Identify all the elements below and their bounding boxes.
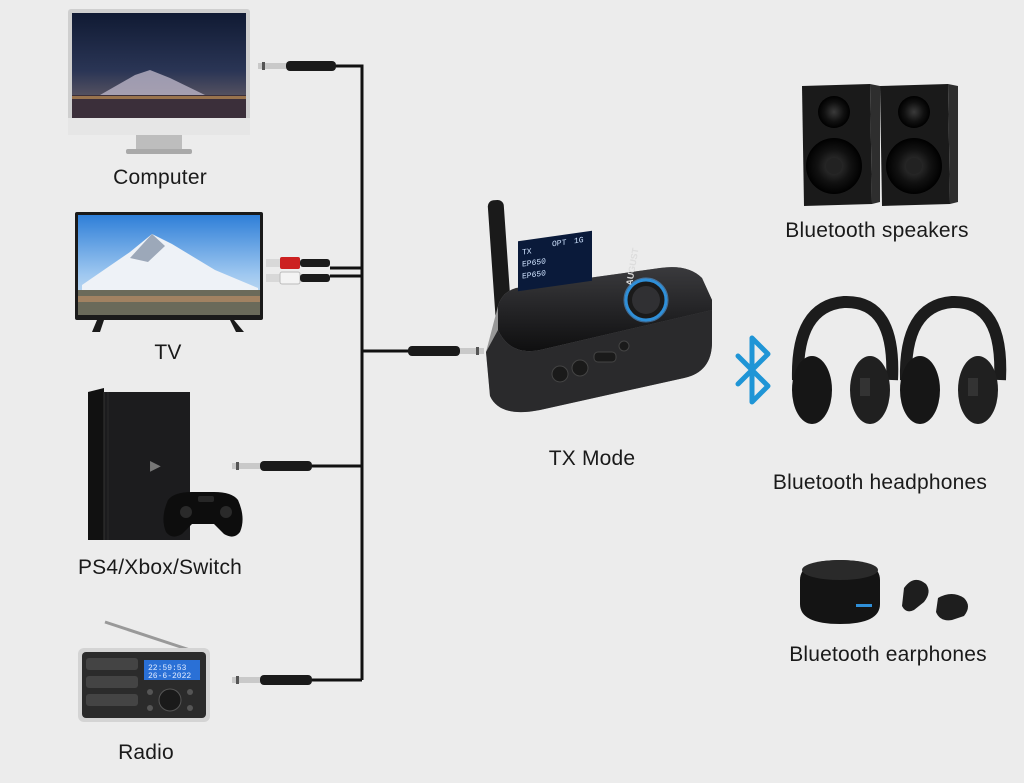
radio-icon: 22:59:53 26-6-2022	[78, 620, 210, 722]
transmitter-device: AUGUST	[486, 200, 712, 413]
earphones-icon	[800, 560, 968, 624]
jack-radio	[232, 675, 312, 685]
hub-screen-line: TX	[522, 247, 532, 257]
jack-hub	[408, 346, 484, 356]
svg-text:▶: ▶	[150, 457, 161, 473]
radio-time-text: 22:59:53	[148, 664, 187, 673]
computer-monitor-icon	[68, 9, 250, 154]
output-label-headphones: Bluetooth headphones	[772, 471, 988, 494]
source-label-computer: Computer	[113, 166, 207, 189]
source-label-tv: TV	[154, 341, 182, 364]
cable-computer	[336, 64, 364, 680]
jack-ps4	[232, 461, 312, 471]
headphones-icon	[791, 295, 1007, 424]
cable-network	[312, 64, 410, 682]
rca-connectors-tv	[266, 257, 330, 285]
bluetooth-icon	[735, 335, 771, 405]
hub-screen-line: EP650	[522, 257, 546, 269]
output-label-earphones: Bluetooth earphones	[789, 643, 987, 666]
hub-screen-line: OPT	[552, 238, 567, 249]
radio-date-text: 26-6-2022	[148, 672, 191, 681]
jack-computer	[258, 61, 336, 71]
hub-screen	[518, 230, 592, 292]
television-icon	[75, 212, 263, 332]
game-console-icon: ▶	[88, 388, 243, 540]
speakers-icon	[802, 84, 958, 206]
hub-screen-status: 1G	[574, 236, 584, 246]
source-label-console: PS4/Xbox/Switch	[77, 556, 243, 579]
source-label-radio: Radio	[118, 741, 174, 764]
hub-screen-line: EP650	[522, 269, 546, 281]
hub-label: TX Mode	[548, 447, 636, 470]
output-label-speakers: Bluetooth speakers	[785, 219, 969, 242]
